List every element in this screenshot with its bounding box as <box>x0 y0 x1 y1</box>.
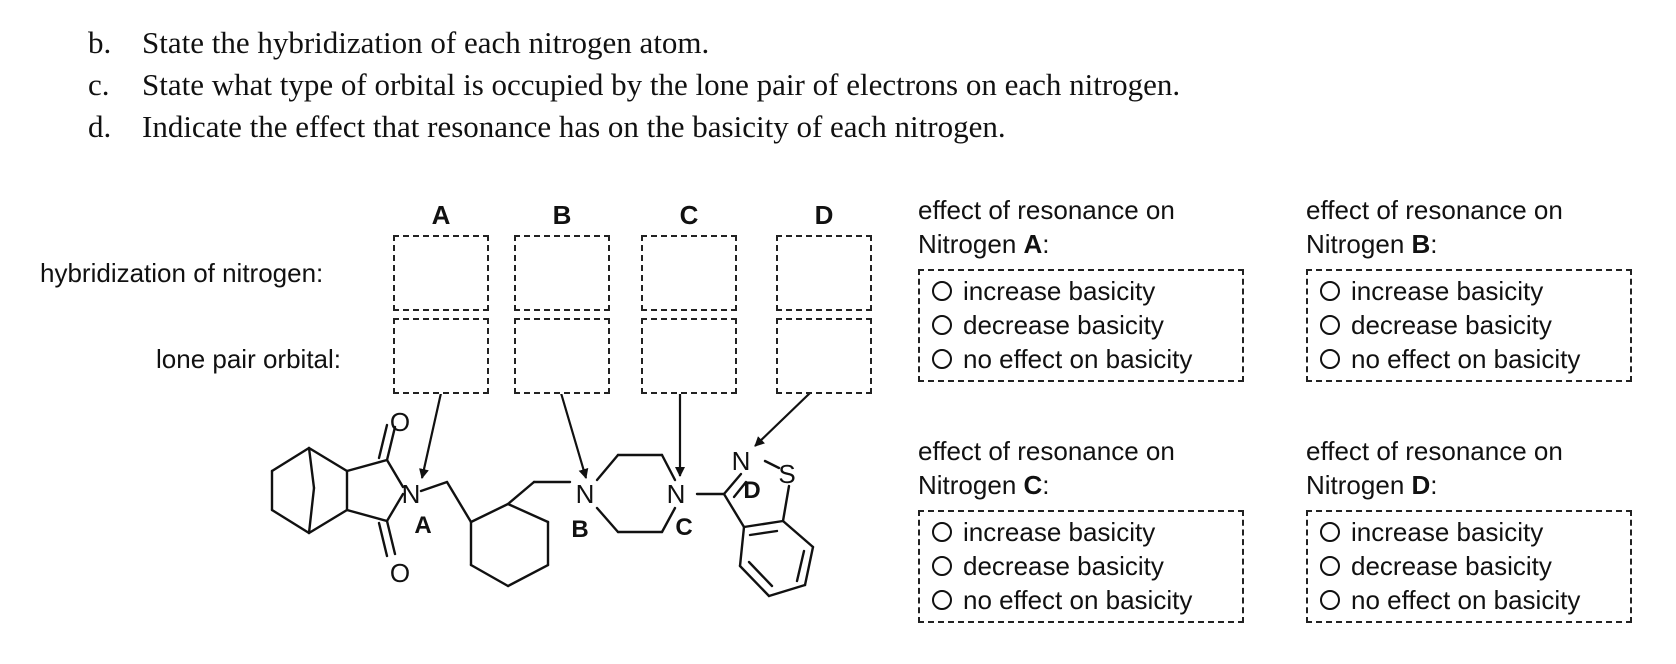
option-decrease-basicity[interactable]: decrease basicity <box>932 549 1234 583</box>
radio-button-icon[interactable] <box>1320 590 1340 610</box>
sulfur-label: S <box>778 459 795 489</box>
radio-button-icon[interactable] <box>932 556 952 576</box>
panel-subtitle: Nitrogen D: <box>1306 470 1438 500</box>
radio-button-icon[interactable] <box>932 522 952 542</box>
lone-pair-box-b[interactable] <box>514 318 610 394</box>
radio-button-icon[interactable] <box>1320 281 1340 301</box>
hybridization-box-b[interactable] <box>514 235 610 311</box>
option-no-effect[interactable]: no effect on basicity <box>932 583 1234 617</box>
hybridization-box-c[interactable] <box>641 235 737 311</box>
arrow-to-nitrogen-a <box>419 392 443 479</box>
question-b: b.State the hybridization of each nitrog… <box>88 25 710 60</box>
site-label-d: D <box>743 477 760 504</box>
resonance-options-d: increase basicity decrease basicity no e… <box>1306 510 1632 623</box>
radio-button-icon[interactable] <box>1320 349 1340 369</box>
radio-button-icon[interactable] <box>1320 315 1340 335</box>
panel-subtitle: Nitrogen C: <box>918 470 1050 500</box>
panel-subtitle: Nitrogen A: <box>918 229 1050 259</box>
radio-button-icon[interactable] <box>1320 522 1340 542</box>
column-label-a: A <box>431 200 451 230</box>
option-decrease-basicity[interactable]: decrease basicity <box>1320 308 1622 342</box>
question-c: c.State what type of orbital is occupied… <box>88 67 1181 102</box>
option-no-effect[interactable]: no effect on basicity <box>1320 583 1622 617</box>
site-label-a: A <box>414 512 431 539</box>
radio-button-icon[interactable] <box>1320 556 1340 576</box>
option-increase-basicity[interactable]: increase basicity <box>932 274 1234 308</box>
resonance-options-c: increase basicity decrease basicity no e… <box>918 510 1244 623</box>
panel-title: effect of resonance on <box>1306 195 1563 225</box>
arrow-to-nitrogen-b <box>559 392 589 479</box>
option-no-effect[interactable]: no effect on basicity <box>1320 342 1622 376</box>
panel-subtitle: Nitrogen B: <box>1306 229 1438 259</box>
column-label-c: C <box>679 200 699 230</box>
panel-title: effect of resonance on <box>1306 436 1563 466</box>
radio-button-icon[interactable] <box>932 281 952 301</box>
option-no-effect[interactable]: no effect on basicity <box>932 342 1234 376</box>
site-label-b: B <box>571 516 588 543</box>
radio-button-icon[interactable] <box>932 590 952 610</box>
option-increase-basicity[interactable]: increase basicity <box>1320 274 1622 308</box>
column-label-d: D <box>814 200 834 230</box>
nitrogen-d-label: N <box>732 446 751 476</box>
question-d: d.Indicate the effect that resonance has… <box>88 109 1006 144</box>
panel-title: effect of resonance on <box>918 436 1175 466</box>
row-label-lone-pair: lone pair orbital: <box>156 344 341 374</box>
oxygen-top-label: O <box>390 407 410 437</box>
resonance-panel-d: effect of resonance on Nitrogen D: incre… <box>1306 434 1636 623</box>
option-increase-basicity[interactable]: increase basicity <box>1320 515 1622 549</box>
oxygen-bottom-label: O <box>390 558 410 588</box>
resonance-panel-a: effect of resonance on Nitrogen A: incre… <box>918 193 1248 382</box>
radio-button-icon[interactable] <box>932 349 952 369</box>
resonance-panel-c: effect of resonance on Nitrogen C: incre… <box>918 434 1248 623</box>
option-decrease-basicity[interactable]: decrease basicity <box>1320 549 1622 583</box>
arrow-to-nitrogen-d <box>754 392 811 447</box>
option-decrease-basicity[interactable]: decrease basicity <box>932 308 1234 342</box>
nitrogen-a-label: N <box>402 479 421 509</box>
lone-pair-box-a[interactable] <box>393 318 489 394</box>
question-list: b.State the hybridization of each nitrog… <box>88 22 1180 148</box>
resonance-options-a: increase basicity decrease basicity no e… <box>918 269 1244 382</box>
nitrogen-b-label: N <box>576 479 595 509</box>
lone-pair-box-d[interactable] <box>776 318 872 394</box>
hybridization-box-d[interactable] <box>776 235 872 311</box>
resonance-panel-b: effect of resonance on Nitrogen B: incre… <box>1306 193 1636 382</box>
option-increase-basicity[interactable]: increase basicity <box>932 515 1234 549</box>
panel-title: effect of resonance on <box>918 195 1175 225</box>
column-label-b: B <box>552 200 572 230</box>
lone-pair-box-c[interactable] <box>641 318 737 394</box>
row-label-hybridization: hybridization of nitrogen: <box>40 258 324 288</box>
nitrogen-c-label: N <box>667 479 686 509</box>
resonance-options-b: increase basicity decrease basicity no e… <box>1306 269 1632 382</box>
site-label-c: C <box>675 514 692 541</box>
radio-button-icon[interactable] <box>932 315 952 335</box>
hybridization-box-a[interactable] <box>393 235 489 311</box>
